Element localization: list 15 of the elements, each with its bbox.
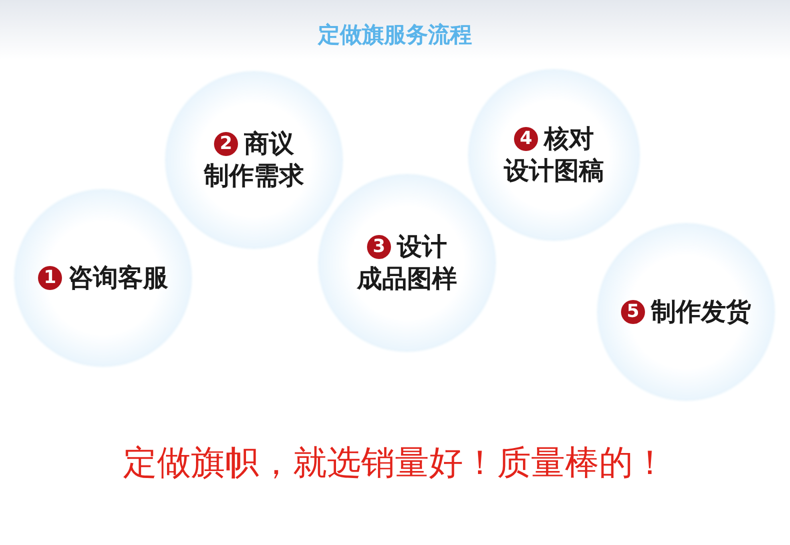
title: 定做旗服务流程 [316, 22, 473, 50]
step-number-badge: 3 [367, 234, 391, 259]
step-number-badge: 5 [621, 300, 645, 324]
step-heading: 设计 [397, 230, 447, 262]
step-heading: 制作发货 [651, 296, 751, 328]
step-text: 制作需求 [204, 160, 304, 192]
step-text: 设计图稿 [504, 155, 604, 187]
step-heading: 核对 [544, 122, 594, 154]
step-text: 成品图样 [357, 263, 457, 295]
step-number-badge: 4 [514, 126, 538, 151]
step-heading: 咨询客服 [68, 262, 168, 294]
slogan-text: 定做旗帜，就选销量好！质量棒的！ [122, 442, 668, 485]
step-number-badge: 2 [214, 132, 238, 156]
step-number-badge: 1 [38, 266, 62, 290]
step-heading: 商议 [244, 128, 294, 160]
